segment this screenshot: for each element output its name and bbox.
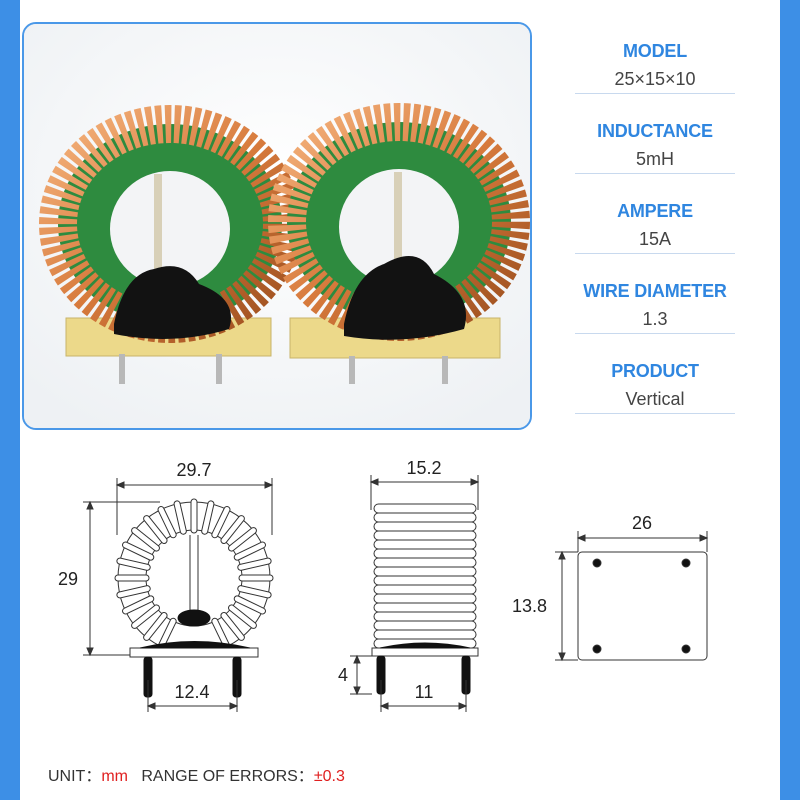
dim-base-height: 13.8 xyxy=(512,596,547,616)
dim-front-width: 29.7 xyxy=(176,460,211,480)
coil-turn-side xyxy=(373,530,477,541)
coil-turn-side xyxy=(373,512,477,523)
coil-turn-side xyxy=(373,575,477,586)
dimension-drawing: 29.7 29 12.4 15.2 4 11 26 13.8 xyxy=(58,458,709,712)
coil-turn-front-fill xyxy=(117,586,150,598)
side-view xyxy=(350,475,480,712)
coil-turn-front-fill xyxy=(158,507,176,538)
spec-label: WIRE DIAMETER xyxy=(583,281,727,301)
coil-turn-side xyxy=(373,602,477,613)
inductor-right xyxy=(268,103,530,384)
dim-side-pin-spacing: 11 xyxy=(415,682,434,702)
dim-side-pin-length: 4 xyxy=(338,665,348,685)
coil-turn-front-fill xyxy=(212,618,230,649)
coil-turn-front-fill xyxy=(234,542,265,560)
coil-turn-side xyxy=(373,566,477,577)
spec-label: INDUCTANCE xyxy=(597,121,713,141)
spec-ampere: AMPERE 15A xyxy=(575,188,735,268)
error-label: RANGE OF ERRORS： xyxy=(141,768,314,785)
coil-turn-front-fill xyxy=(123,542,154,560)
coil-turn-front-fill xyxy=(238,586,271,598)
coil-turn-side xyxy=(373,611,477,622)
coil-turn-front-fill xyxy=(117,558,150,570)
coil-turn-front-fill xyxy=(229,528,256,551)
coil-turn-front-fill xyxy=(132,528,159,551)
dim-side-width: 15.2 xyxy=(406,458,441,478)
coil-turn-side xyxy=(373,503,477,514)
spec-label: MODEL xyxy=(623,41,687,61)
coil-turn-front-fill xyxy=(123,596,154,614)
spec-wire-diameter: WIRE DIAMETER 1.3 xyxy=(575,268,735,348)
spec-list: MODEL 25×15×10 INDUCTANCE 5mH AMPERE 15A… xyxy=(575,28,735,428)
coil-turn-front-fill xyxy=(229,605,256,628)
coil-turn-front-fill xyxy=(212,507,230,538)
unit-value: mm xyxy=(101,768,128,785)
coil-turn-side xyxy=(373,584,477,595)
spec-value: Vertical xyxy=(575,382,735,414)
inductor-left xyxy=(39,105,301,384)
coil-turn-side xyxy=(373,521,477,532)
front-view xyxy=(83,478,274,712)
spec-label: PRODUCT xyxy=(611,361,699,381)
coil-turn-front-fill xyxy=(234,596,265,614)
coil-turn-side xyxy=(373,629,477,640)
coil-turn-front-fill xyxy=(238,558,271,570)
spec-value: 25×15×10 xyxy=(575,62,735,94)
spec-value: 5mH xyxy=(575,142,735,174)
coil-turn-front-fill xyxy=(144,516,167,543)
spec-label: AMPERE xyxy=(617,201,693,221)
spec-model: MODEL 25×15×10 xyxy=(575,28,735,108)
coil-turn-front-fill xyxy=(221,516,244,543)
spec-product: PRODUCT Vertical xyxy=(575,348,735,428)
coil-turn-side xyxy=(373,620,477,631)
spec-inductance: INDUCTANCE 5mH xyxy=(575,108,735,188)
dim-front-height: 29 xyxy=(58,569,78,589)
spec-value: 15A xyxy=(575,222,735,254)
unit-label: UNIT： xyxy=(48,768,102,785)
coil-turn-front-fill xyxy=(221,613,244,640)
coil-turn-side xyxy=(373,539,477,550)
coil-turn-front-fill xyxy=(174,501,186,534)
coil-turn-side xyxy=(373,593,477,604)
coil-turn-front-fill xyxy=(132,605,159,628)
base-view xyxy=(555,531,709,662)
coil-turn-front-fill xyxy=(158,618,176,649)
error-value: ±0.3 xyxy=(313,768,345,785)
footer-note: UNIT：mm RANGE OF ERRORS：±0.3 xyxy=(48,762,345,786)
coil-turn-front-fill xyxy=(202,501,214,534)
coil-turn-side xyxy=(373,557,477,568)
product-photo xyxy=(22,22,532,430)
inductor-photo-illustration xyxy=(24,24,530,428)
spec-value: 1.3 xyxy=(575,302,735,334)
coil-turn-front-fill xyxy=(144,613,167,640)
dim-base-width: 26 xyxy=(632,513,652,533)
coil-turn-side xyxy=(373,548,477,559)
dim-front-pin-spacing: 12.4 xyxy=(174,682,209,702)
